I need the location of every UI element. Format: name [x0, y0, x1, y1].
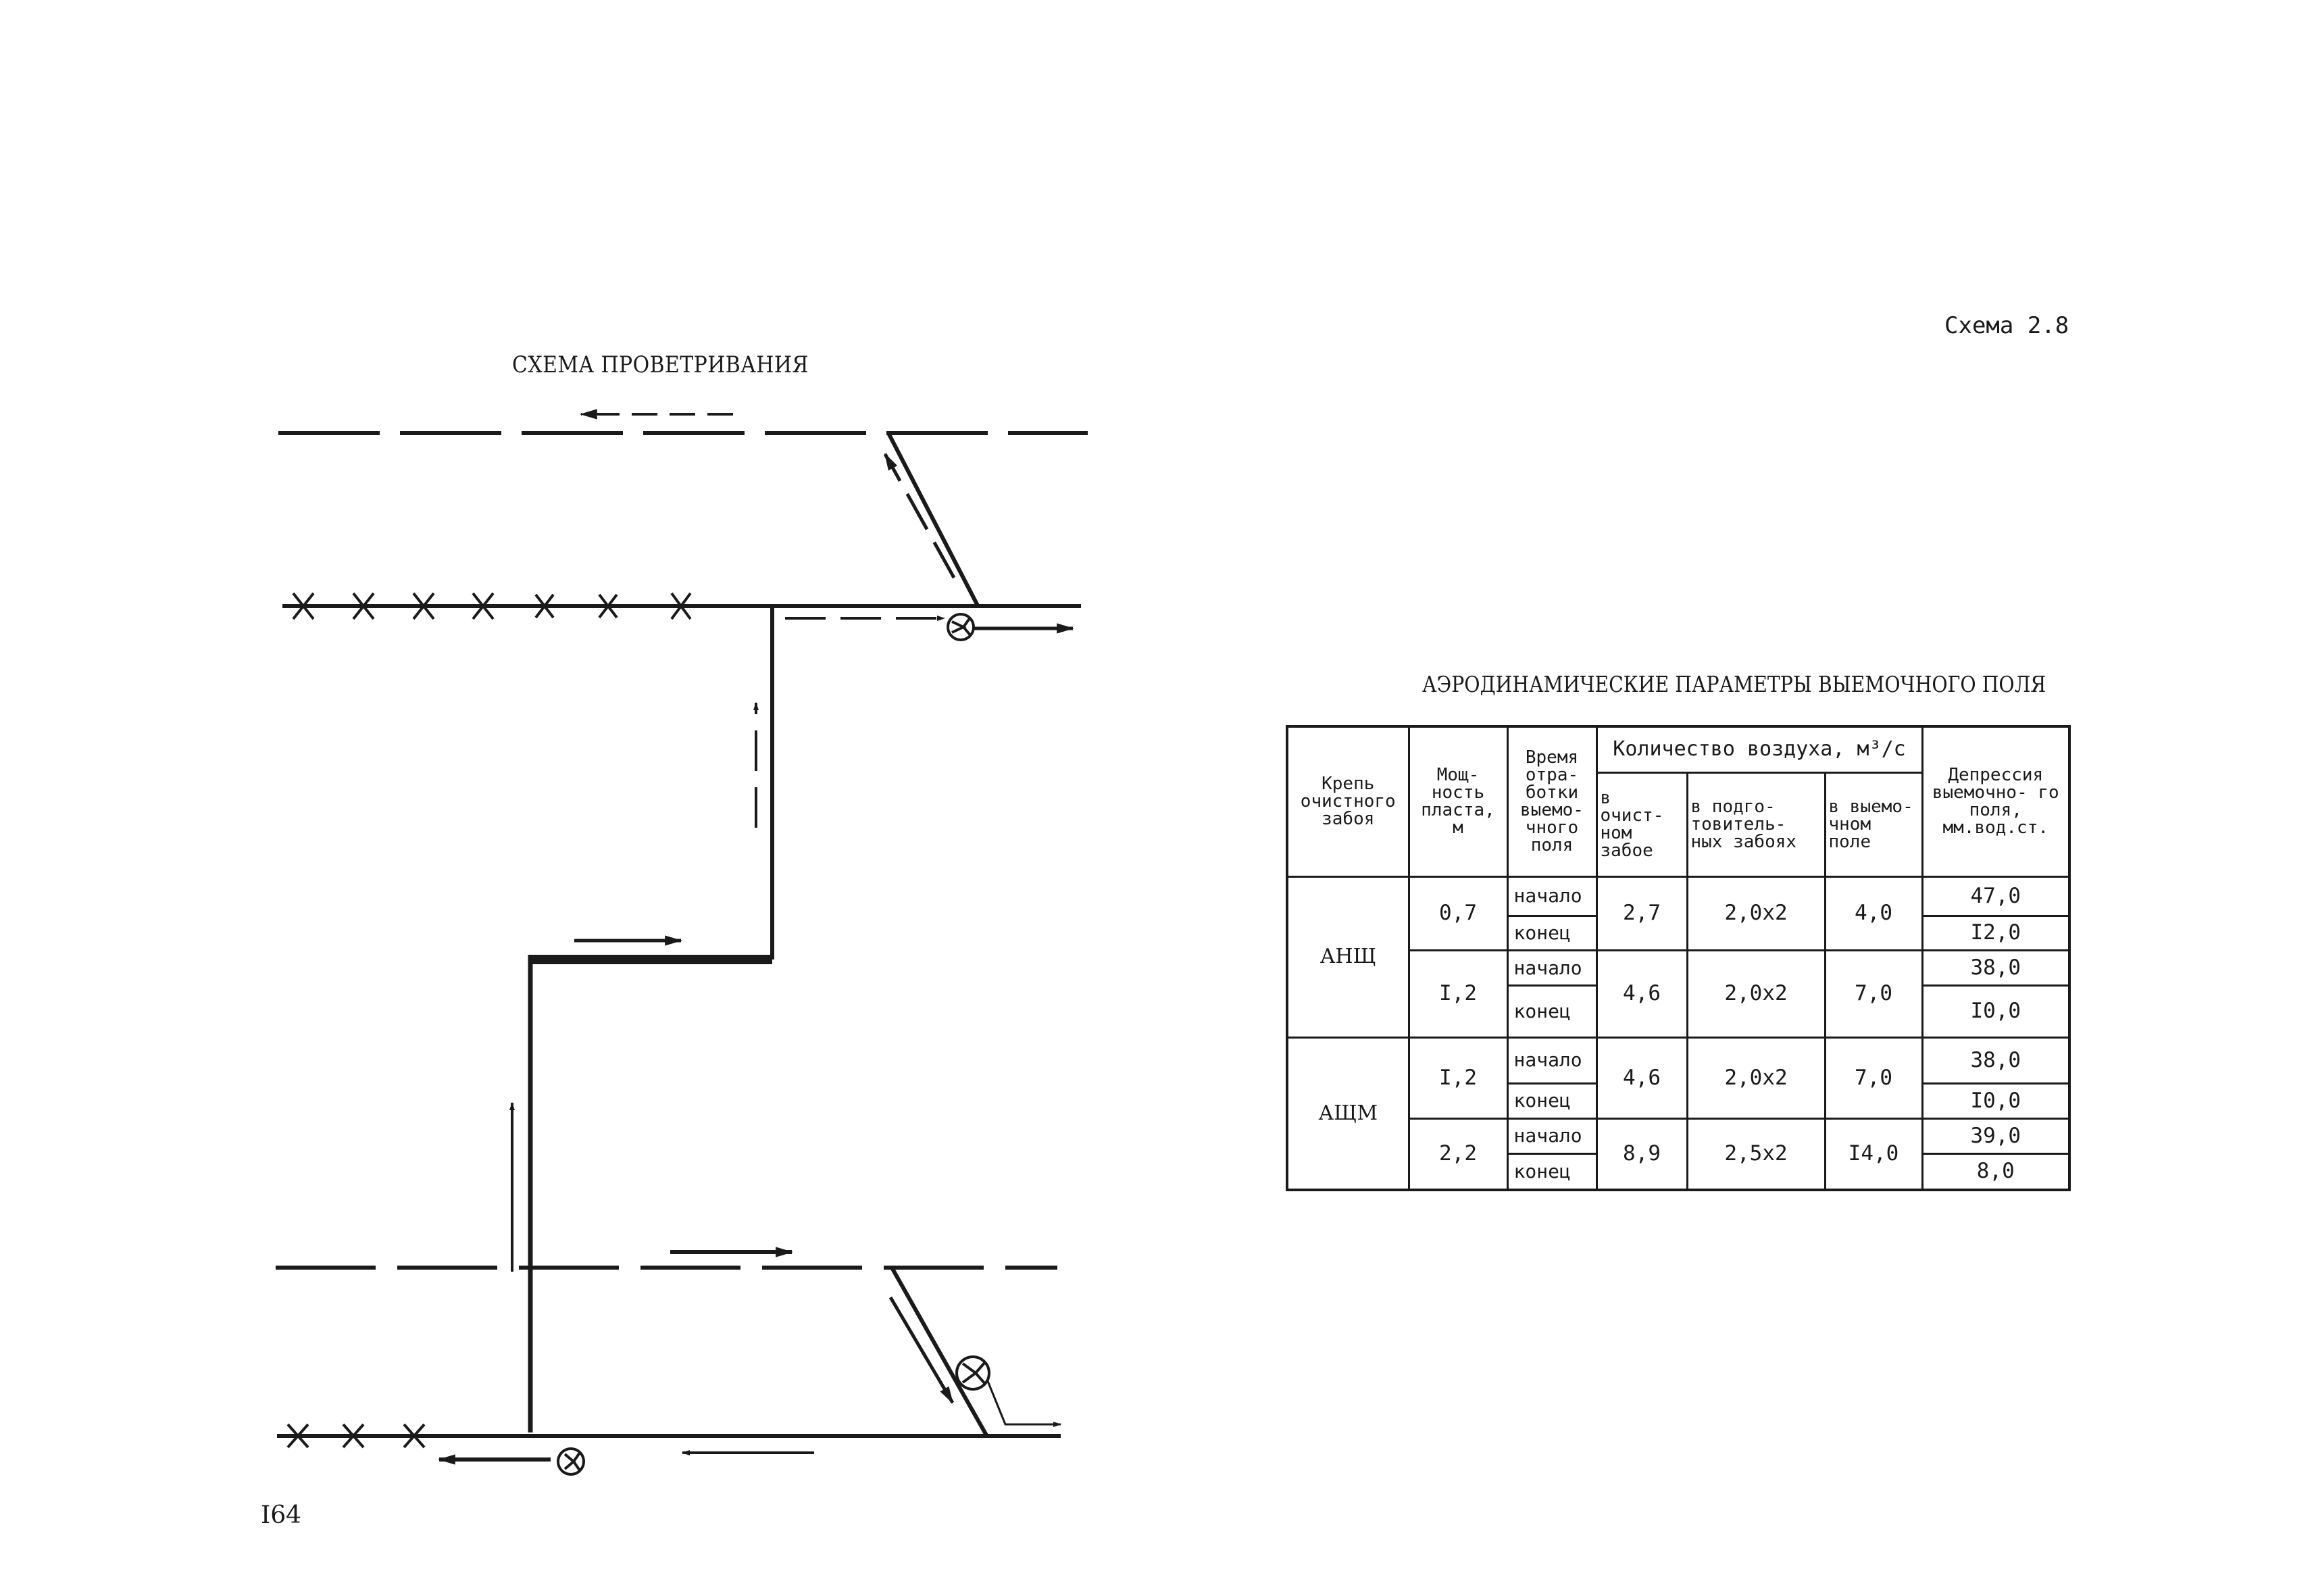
table-row: конец I2,0	[1287, 914, 2071, 952]
flow-arrows-connection	[509, 702, 759, 1272]
upper-fan-icon	[947, 613, 975, 641]
thickness-cell: I,2	[1407, 949, 1509, 1039]
page-number: I64	[261, 1501, 302, 1529]
header-air-face: в очист- ном забое	[1595, 771, 1688, 878]
table-title: АЭРОДИНАМИЧЕСКИЕ ПАРАМЕТРЫ ВЫЕМОЧНОГО ПО…	[1422, 671, 2046, 697]
table-row: 2,2 начало 8,9 2,5х2 I4,0 39,0	[1287, 1117, 2071, 1191]
lower-flow-arrows	[437, 1450, 814, 1465]
table-row: АЩМ I,2 начало 4,6 2,0х2 7,0 38,0	[1286, 1036, 2071, 1191]
aerodynamic-parameters-table: Крепь очистного забоя Мощ- ность пласта,…	[1286, 725, 2071, 1191]
thickness-cell: 0,7	[1407, 875, 1509, 952]
time-cell: конец	[1506, 1082, 1598, 1120]
upper-diagonal	[883, 432, 980, 608]
table-row: I,2 начало 4,6 2,0х2 7,0 38,0	[1287, 949, 2071, 1039]
air-prep-cell: 2,0х2	[1686, 1036, 1826, 1120]
time-cell: начало	[1506, 949, 1598, 987]
depression-cell: 47,0	[1921, 875, 2071, 917]
air-field-cell: 7,0	[1823, 1036, 1923, 1120]
table-row: АНЩ 0,7 начало 2,7 2,0х2 4,0 47,0	[1286, 875, 2071, 1039]
depression-cell: I0,0	[1921, 984, 2071, 1039]
lower-goaf-crosses	[286, 1423, 426, 1449]
lower-booster-fan-icon	[557, 1447, 585, 1476]
air-prep-cell: 2,0х2	[1686, 949, 1826, 1039]
depression-cell: 8,0	[1921, 1152, 2071, 1191]
air-field-cell: 4,0	[1823, 875, 1923, 952]
header-thickness: Мощ- ность пласта, м	[1407, 725, 1509, 878]
upper-exhaust-arrow	[785, 616, 1075, 634]
time-cell: начало	[1506, 875, 1598, 917]
upper-goaf-crosses	[292, 592, 692, 620]
table-row: конец I0,0	[1287, 1082, 2071, 1120]
air-prep-cell: 2,5х2	[1686, 1117, 1826, 1191]
scheme-label: Схема 2.8	[1944, 312, 2069, 339]
header-air-prep: в подго- товитель- ных забоях	[1686, 771, 1826, 878]
depression-cell: 38,0	[1921, 949, 2071, 987]
time-cell: конец	[1506, 984, 1598, 1039]
header-air-field: в выемо- чном поле	[1823, 771, 1923, 878]
time-cell: начало	[1506, 1036, 1598, 1085]
time-cell: конец	[1506, 914, 1598, 952]
lower-diagonal	[888, 1266, 988, 1437]
depression-cell: 39,0	[1921, 1117, 2071, 1155]
thickness-cell: I,2	[1407, 1036, 1509, 1120]
support-type-cell: АНЩ	[1286, 875, 1410, 1039]
table-row: конец 8,0	[1287, 1152, 2071, 1191]
air-face-cell: 4,6	[1595, 949, 1688, 1039]
diagram-title: СХЕМА ПРОВЕТРИВАНИЯ	[512, 351, 809, 378]
table-row: конец I0,0	[1287, 984, 2071, 1039]
depression-cell: I0,0	[1921, 1082, 2071, 1120]
header-depression: Депрессия выемочно- го поля, мм.вод.ст.	[1921, 725, 2071, 878]
time-cell: начало	[1506, 1117, 1598, 1155]
air-face-cell: 2,7	[1595, 875, 1688, 952]
header-air-quantity: Количество воздуха, м³/с	[1595, 725, 1923, 774]
thickness-cell: 2,2	[1407, 1117, 1509, 1191]
air-face-cell: 4,6	[1595, 1036, 1688, 1120]
air-prep-cell: 2,0х2	[1686, 875, 1826, 952]
lower-fan-icon	[955, 1355, 990, 1391]
stepped-connection	[528, 606, 774, 1432]
air-field-cell: I4,0	[1823, 1117, 1923, 1191]
depression-cell: 38,0	[1921, 1036, 2071, 1085]
time-cell: конец	[1506, 1152, 1598, 1191]
lower-fan-outlet-arrow	[986, 1380, 1061, 1427]
air-field-cell: 7,0	[1823, 949, 1923, 1039]
header-time: Время отра- ботки выемо- чного поля	[1506, 725, 1598, 878]
air-face-cell: 8,9	[1595, 1117, 1688, 1191]
header-support: Крепь очистного забоя	[1286, 725, 1410, 878]
depression-cell: I2,0	[1921, 914, 2071, 952]
support-type-cell: АЩМ	[1286, 1036, 1410, 1191]
